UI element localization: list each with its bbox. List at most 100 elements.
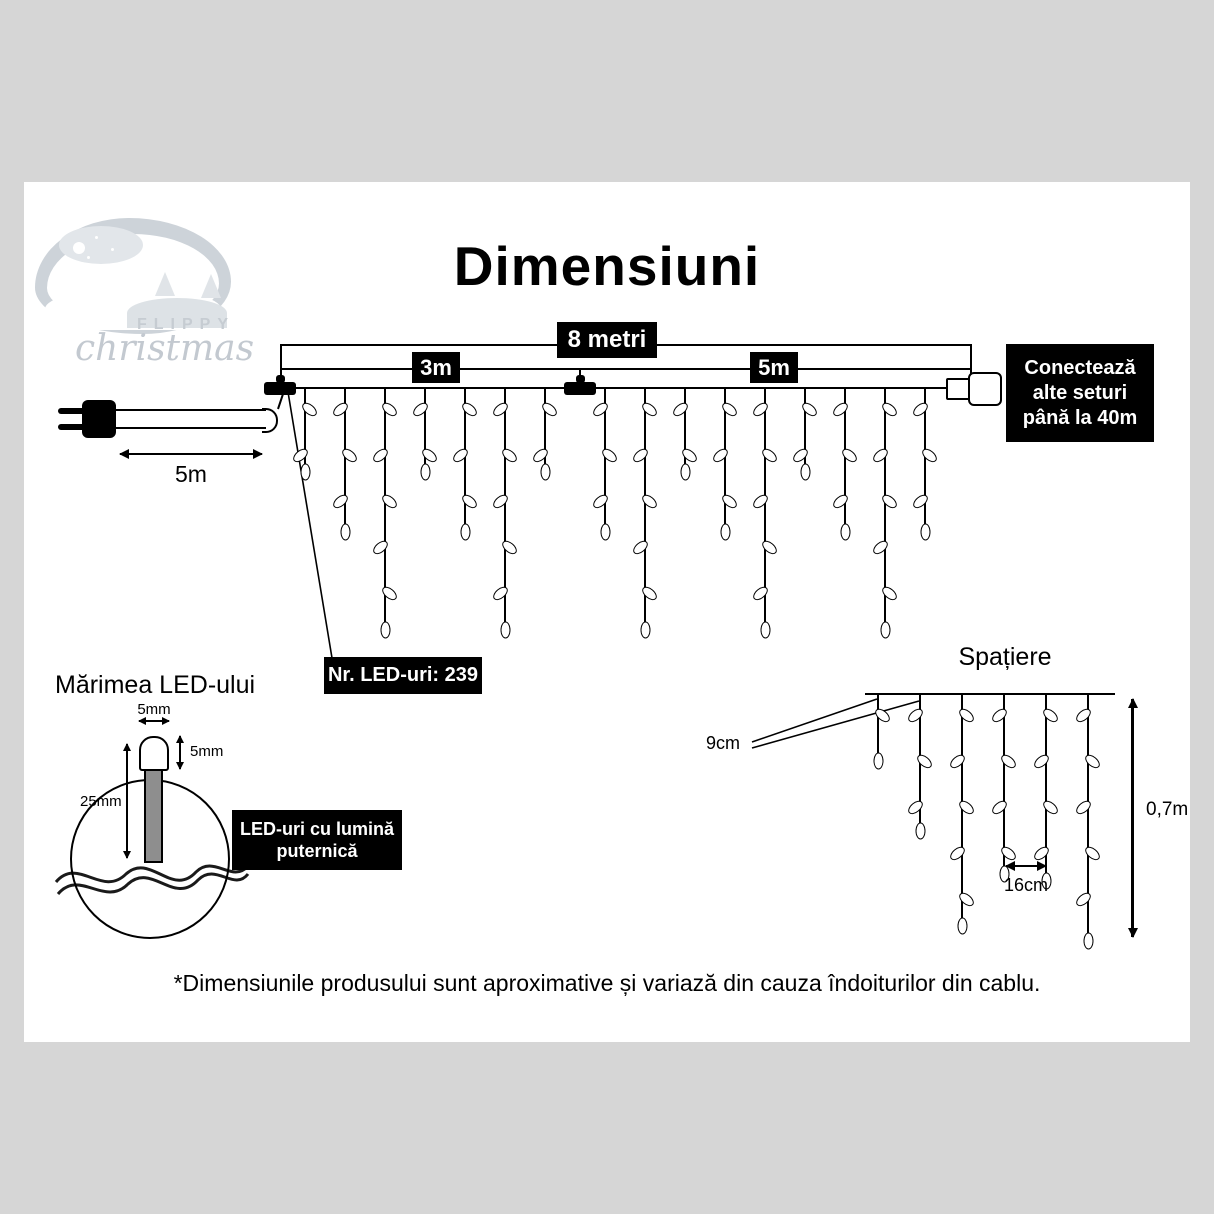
house-icon (59, 298, 81, 314)
led-bulb (340, 523, 351, 541)
light-strand (905, 695, 935, 840)
light-strand (330, 389, 360, 541)
plug-prong (58, 408, 86, 414)
lead-length-label: 5m (175, 461, 207, 487)
light-strand (490, 389, 520, 639)
led-bulb (873, 752, 884, 770)
light-strand (290, 389, 320, 481)
cap-width-label: 5mm (137, 701, 171, 718)
star-icon (87, 256, 90, 259)
wire-connector (264, 382, 296, 395)
led-size-title: Mărimea LED-ului (55, 671, 256, 699)
connect-note-line: Conectează (1024, 356, 1136, 379)
connect-note: Conectează alte seturi până la 40m (1006, 344, 1154, 442)
light-strand (630, 389, 660, 639)
led-bulb (500, 621, 511, 639)
cap-height-arrow (176, 735, 184, 770)
plug-prong (58, 424, 86, 430)
star-icon (95, 236, 98, 239)
led-bulb (760, 621, 771, 639)
light-strand (947, 695, 977, 935)
page-title: Dimensiuni (453, 235, 761, 297)
section-line (281, 368, 971, 370)
segment2-label: 5m (750, 352, 798, 383)
led-bulb (720, 523, 731, 541)
led-body (144, 769, 163, 863)
total-length-bracket-end (970, 344, 972, 374)
light-strand (989, 695, 1019, 883)
light-strand (710, 389, 740, 541)
tree-icon (155, 272, 175, 296)
led-bulb (640, 621, 651, 639)
segment1-label: 3m (412, 352, 460, 383)
led-bulb (300, 463, 311, 481)
horizontal-wire (281, 387, 973, 389)
house-icon (56, 288, 84, 299)
total-length-bracket-end (280, 344, 282, 386)
light-strand (910, 389, 940, 541)
light-strand (870, 389, 900, 639)
curtain-height-label: 0,7m (1146, 799, 1189, 820)
light-strand (450, 389, 480, 541)
led-bulb (957, 917, 968, 935)
led-gap-arrow (1005, 861, 1047, 871)
light-strand (590, 389, 620, 541)
total-length-label: 8 metri (557, 322, 657, 358)
led-note: LED-uri cu lumină puternică (232, 810, 402, 870)
connect-note-line: până la 40m (1022, 406, 1138, 429)
connect-note-line: alte seturi (1032, 381, 1128, 404)
light-strand (1031, 695, 1061, 890)
cap-width-arrow (138, 717, 170, 725)
end-plug-socket (946, 378, 970, 400)
led-bulb (460, 523, 471, 541)
deer-icon (137, 274, 145, 283)
light-strand (410, 389, 440, 481)
wire-connector-tab (576, 375, 585, 383)
lead-wire (114, 409, 266, 411)
curtain-height-arrow (1128, 698, 1138, 938)
logo-snow-hill (127, 298, 227, 328)
light-strand (1073, 695, 1103, 950)
logo-brand-script: christmas (75, 328, 255, 369)
light-strand (872, 695, 893, 770)
footer-note: *Dimensiunile produsului sunt aproximati… (173, 970, 1041, 996)
led-count-label: Nr. LED-uri: 239 (324, 657, 482, 694)
horizontal-wire (865, 693, 1115, 695)
power-plug-icon (82, 400, 116, 438)
led-bulb (600, 523, 611, 541)
cap-height-label: 5mm (190, 743, 224, 760)
logo-brand-top: FLIPPY (137, 316, 236, 333)
led-cap (139, 736, 169, 771)
lead-length-arrow (119, 449, 263, 459)
led-bulb (880, 621, 891, 639)
light-strand (530, 389, 560, 481)
end-plug (968, 372, 1002, 406)
led-bulb (380, 621, 391, 639)
led-bulb (420, 463, 431, 481)
total-height-arrow (123, 743, 131, 859)
led-bulb (920, 523, 931, 541)
light-strand (790, 389, 820, 481)
light-strand (370, 389, 400, 639)
tree-icon (201, 274, 221, 298)
lead-wire (114, 427, 266, 429)
led-bulb (840, 523, 851, 541)
light-strand (830, 389, 860, 541)
lead-wire-fold (262, 408, 278, 433)
led-bulb (800, 463, 811, 481)
drop-gap-label: 9cm (706, 733, 741, 753)
tree-icon (177, 266, 197, 292)
led-gap-label: 16cm (1003, 875, 1048, 895)
total-height-label: 25mm (80, 793, 122, 810)
spacing-title: Spațiere (958, 643, 1052, 671)
wire-connector (564, 382, 596, 395)
moon-icon (73, 242, 85, 254)
light-strand (750, 389, 780, 639)
deer-icon (115, 282, 139, 294)
light-strand (670, 389, 700, 481)
led-bulb (540, 463, 551, 481)
wire-connector-tab (276, 375, 285, 383)
led-bulb (1083, 932, 1094, 950)
led-bulb (915, 822, 926, 840)
